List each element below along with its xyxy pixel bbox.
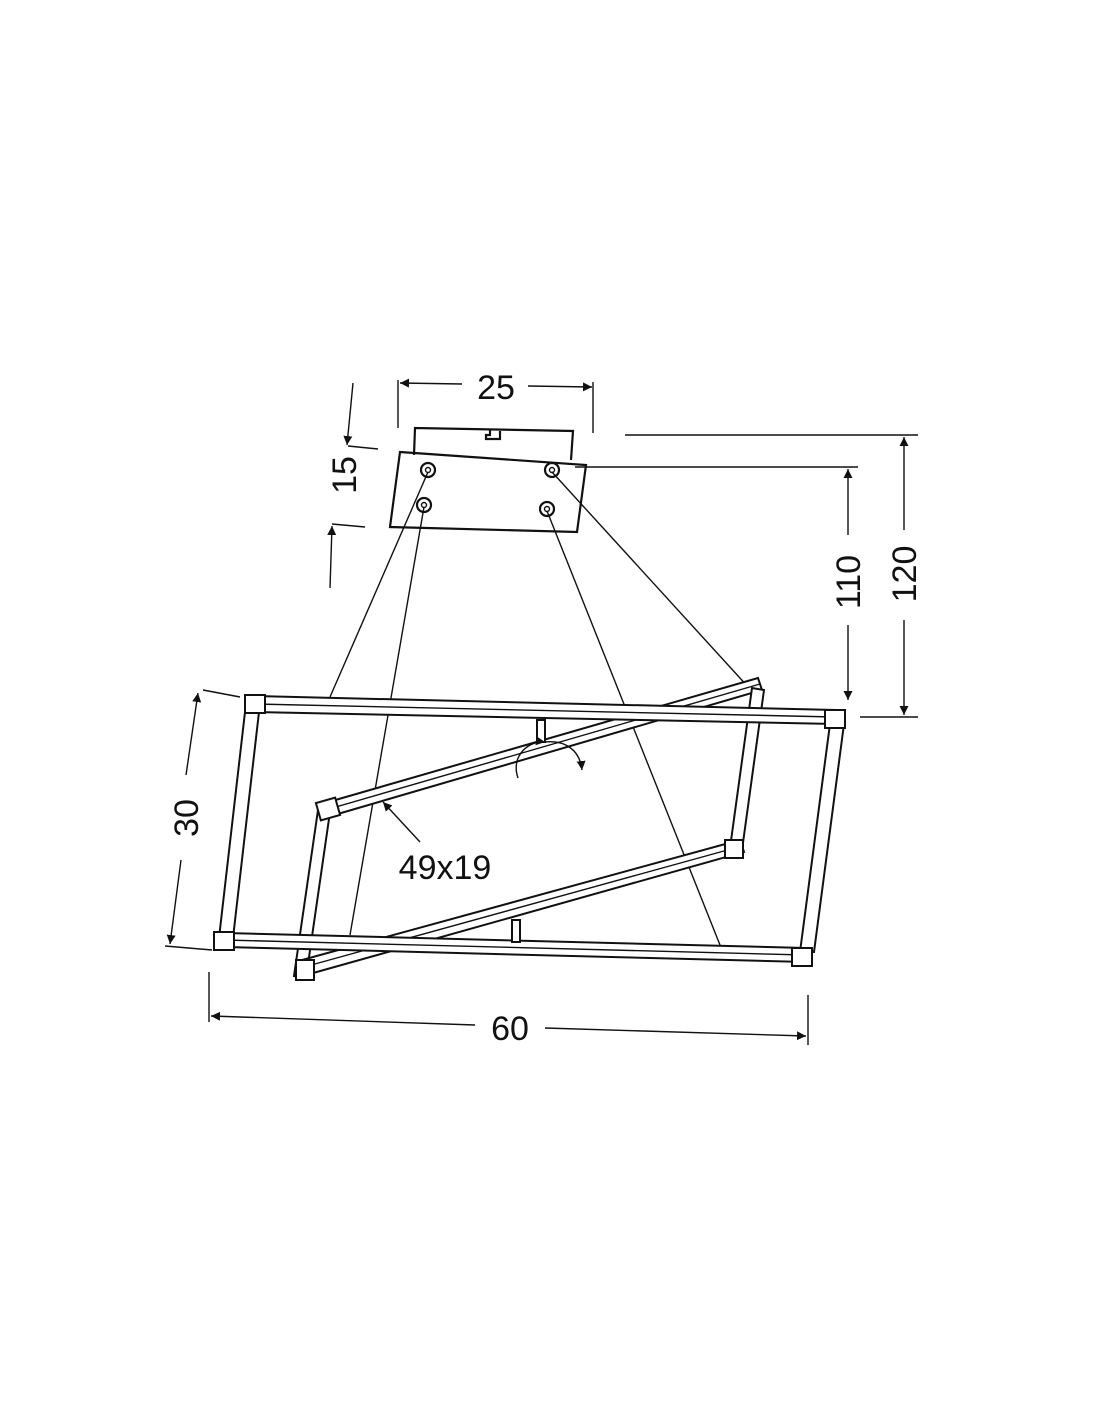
rotation-arrows-icon xyxy=(515,736,586,779)
mounting-screws xyxy=(415,461,561,518)
dimension-frame-width: 60 xyxy=(208,972,809,1048)
dimension-canopy-width: 25 xyxy=(397,369,594,433)
outer-frame xyxy=(213,694,846,967)
dimension-label-25: 25 xyxy=(477,369,515,407)
inner-frame xyxy=(292,676,766,981)
dimension-inner-frame: 49x19 xyxy=(382,801,492,887)
dimension-label-120: 120 xyxy=(886,546,924,603)
dimension-frame-height: 30 xyxy=(164,689,241,951)
dimension-label-110: 110 xyxy=(830,555,868,609)
dimension-label-49x19: 49x19 xyxy=(399,849,492,887)
dimension-label-60: 60 xyxy=(491,1010,529,1048)
dimension-label-30: 30 xyxy=(168,799,206,837)
dimension-canopy-height: 15 xyxy=(326,382,379,589)
dimension-drop-max: 120 xyxy=(625,434,924,718)
dimension-label-15: 15 xyxy=(326,456,364,494)
ceiling-canopy xyxy=(388,426,588,534)
dimension-drop-min: 110 xyxy=(575,466,868,700)
